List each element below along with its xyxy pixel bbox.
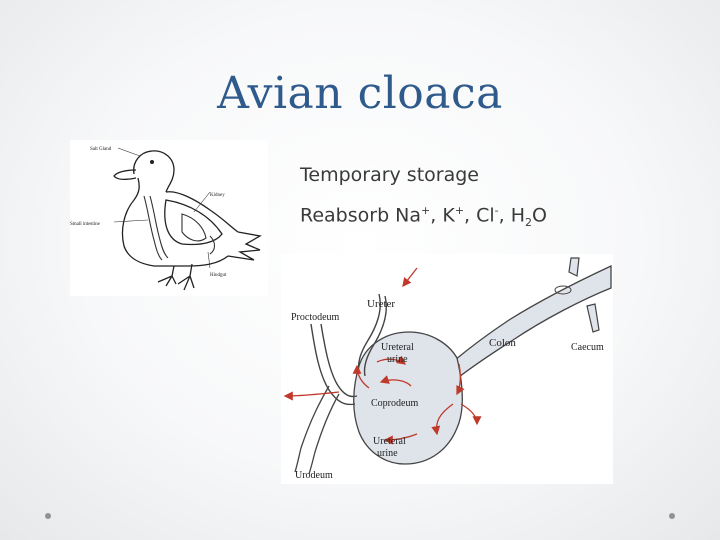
caecum-nub — [586, 303, 600, 333]
urodeum-tube — [294, 385, 330, 473]
flow-arrows — [283, 267, 482, 445]
bullet-temporary-storage: Temporary storage — [300, 164, 479, 186]
label-ureteral-urine-bottom-1: Ureteral — [373, 436, 406, 447]
duck-organs — [143, 195, 216, 261]
label-salt-gland: Salt Gland — [90, 147, 112, 152]
cloaca-drawing: Ureter Proctodeum Ureteral urine Colon C… — [283, 257, 612, 481]
duck-leader-lines — [113, 147, 211, 269]
label-ureteral-urine-top-2: urine — [387, 354, 408, 365]
slide-decoration-dot-right — [669, 513, 675, 519]
slide-decoration-dot-left — [45, 513, 51, 519]
hindgut-path — [209, 235, 216, 255]
bullet-list: Temporary storage Reabsorb Na+, K+, Cl-,… — [300, 158, 547, 240]
bullet-reabsorb: Reabsorb Na+, K+, Cl-, H2O — [300, 204, 547, 230]
label-kidney: Kidney — [210, 193, 225, 198]
slide-title: Avian cloaca — [217, 68, 503, 119]
duck-anatomy-figure: Salt Gland Kidney Small intestine Hindgu… — [70, 140, 268, 296]
label-urodeum: Urodeum — [295, 470, 333, 481]
label-colon: Colon — [489, 337, 516, 349]
label-ureteral-urine-bottom-2: urine — [377, 448, 398, 459]
label-coprodeum: Coprodeum — [371, 398, 418, 409]
duck-eye — [150, 160, 154, 164]
label-small-intestine: Small intestine — [70, 222, 101, 227]
ureter-tube — [357, 293, 381, 375]
duck-drawing: Salt Gland Kidney Small intestine Hindgu… — [70, 147, 262, 291]
caecum-top-nub — [568, 257, 580, 277]
label-hindgut: Hindgut — [210, 273, 227, 278]
label-proctodeum: Proctodeum — [291, 312, 340, 323]
label-ureter: Ureter — [367, 298, 395, 310]
kidney-shape — [181, 213, 207, 242]
label-caecum: Caecum — [571, 342, 604, 353]
colon-tube — [454, 264, 612, 382]
small-intestine-path — [143, 195, 163, 261]
label-ureteral-urine-top-1: Ureteral — [381, 342, 414, 353]
proctodeum-tube — [310, 323, 356, 406]
duck-outline — [113, 150, 262, 291]
cloaca-figure: Ureter Proctodeum Ureteral urine Colon C… — [281, 254, 613, 484]
